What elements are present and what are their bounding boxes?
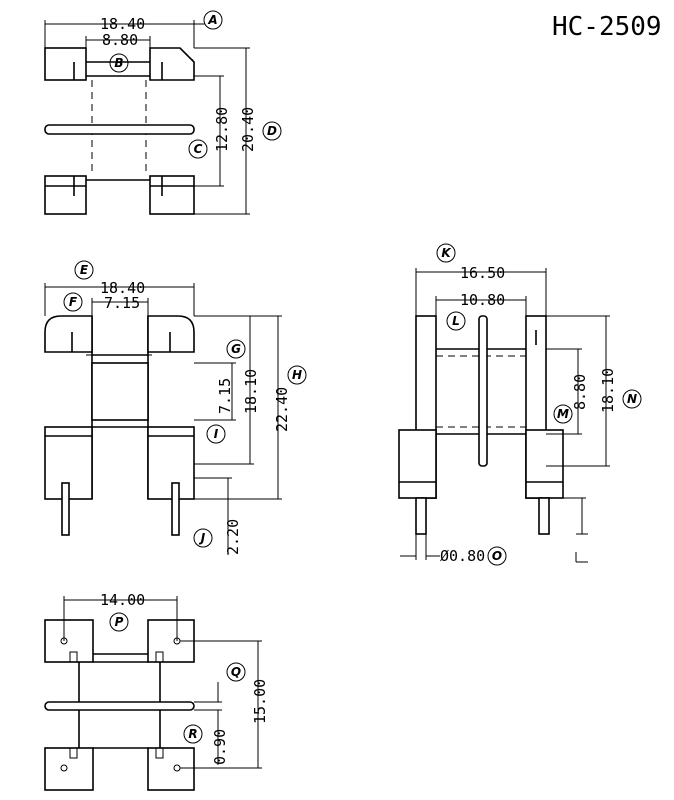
dim-a-value: 18.40 [100,15,145,33]
dim-k-value: 16.50 [460,264,505,282]
top-view-dimensions: 18.40 8.80 12.80 20.40 A B C D [44,10,282,215]
label-e: E [80,263,89,277]
dim-r-value: 0.90 [211,729,229,765]
label-n: N [627,392,637,406]
label-p: P [115,615,124,629]
label-m: M [557,407,569,421]
dim-q-value: 15.00 [251,679,269,724]
label-g: G [231,342,241,356]
label-d: D [267,124,277,138]
label-i: I [214,427,219,441]
dim-e-value: 18.40 [100,279,145,297]
label-h: H [292,368,302,382]
label-f: F [69,295,78,309]
label-l: L [452,314,460,328]
dim-gh-value: 18.10 [242,369,260,414]
label-o: O [492,549,502,563]
dim-g-value: 7.15 [216,378,234,414]
dim-p-value: 14.00 [100,591,145,609]
label-r: R [188,727,197,741]
dim-j-value: 2.20 [224,519,242,555]
bottom-view [44,619,195,791]
front-view-dimensions: 18.40 7.15 7.15 18.10 22.40 2.20 E F G H… [44,260,307,555]
side-view [398,315,564,535]
label-a: A [207,13,217,27]
top-view [44,47,195,215]
dim-l-value: 10.80 [460,291,505,309]
dim-c-value: 12.80 [213,107,231,152]
label-b: B [114,56,123,70]
front-view [44,315,195,536]
dim-h-value: 22.40 [273,387,291,432]
label-q: Q [231,665,241,679]
dim-b-value: 8.80 [102,31,138,49]
part-number-title: HC-2509 [552,12,662,42]
dim-o-value: Ø0.80 [440,547,485,565]
dim-f-value: 7.15 [104,294,140,312]
dim-d-value: 20.40 [239,107,257,152]
label-k: K [441,246,452,260]
label-j: J [199,531,206,545]
bottom-view-dimensions: 14.00 15.00 0.90 P Q R [63,591,269,769]
label-c: C [194,142,203,156]
dim-n-value: 18.10 [599,368,617,413]
dim-m-value: 8.80 [571,374,589,410]
side-view-dimensions: 16.50 10.80 8.80 18.10 Ø0.80 K L M N O [400,243,642,566]
